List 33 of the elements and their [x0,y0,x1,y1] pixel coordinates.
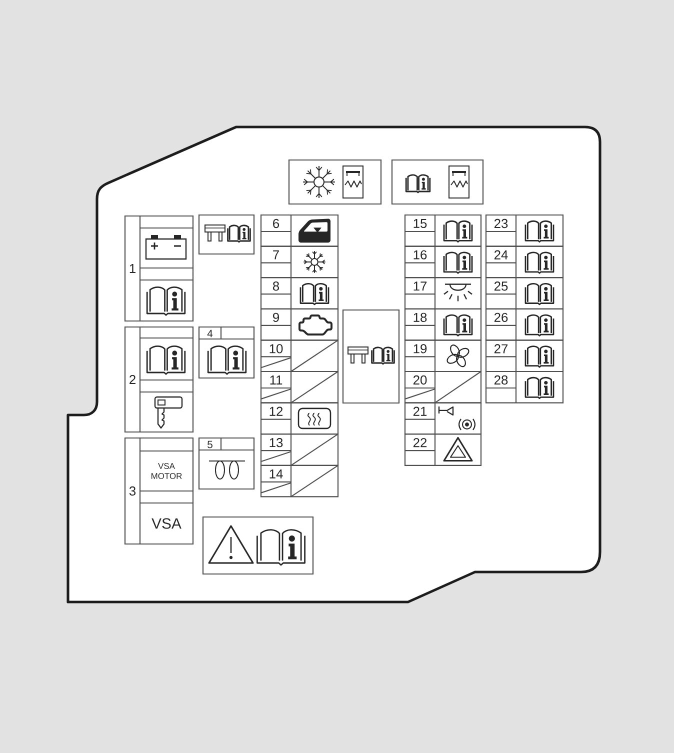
fuse-slot: 26 [485,308,564,341]
fuse-slot: 2 [124,326,194,433]
fuse-slot: 1 [124,215,194,322]
fuse-slot: 13 [260,434,339,466]
fuse-slot: 15 [404,214,482,247]
fuse-slot: 16 [404,246,482,278]
fuse-slot: 10 [260,340,339,372]
fuse-slot: 17 [404,277,482,310]
fuse-slot: 12 [260,402,339,435]
fuse-slot: 6 [260,214,339,247]
fuse-slot: 20 [404,370,482,404]
fuse-slot: 14 [260,464,339,498]
relay-box [342,309,400,404]
fuse-slot: 28 [485,370,564,404]
fuse-slot: 25 [485,277,564,310]
fuse-slot: 4 [198,326,255,379]
fuse-slot: 5 [198,437,255,490]
fuse-slot: 8 [260,277,339,310]
fuse-slot: 23 [485,214,564,247]
relay-box [198,214,255,255]
fuse-slot: 19 [404,340,482,372]
fuse-slot: 24 [485,246,564,278]
relay-box [391,159,484,205]
fuse-slot: 21 [404,402,482,435]
warning-box [202,516,314,575]
fuse-slot: 18 [404,308,482,341]
fuse-slot: 7 [260,246,339,278]
fuse-slot: 27 [485,340,564,372]
fuse-slot: 9 [260,308,339,341]
fuse-slot: 11 [260,370,339,404]
fuse-slot: 22 [404,434,482,466]
relay-box [288,159,382,205]
fuse-slot: 3 VSA MOTOR VSA [124,437,194,545]
